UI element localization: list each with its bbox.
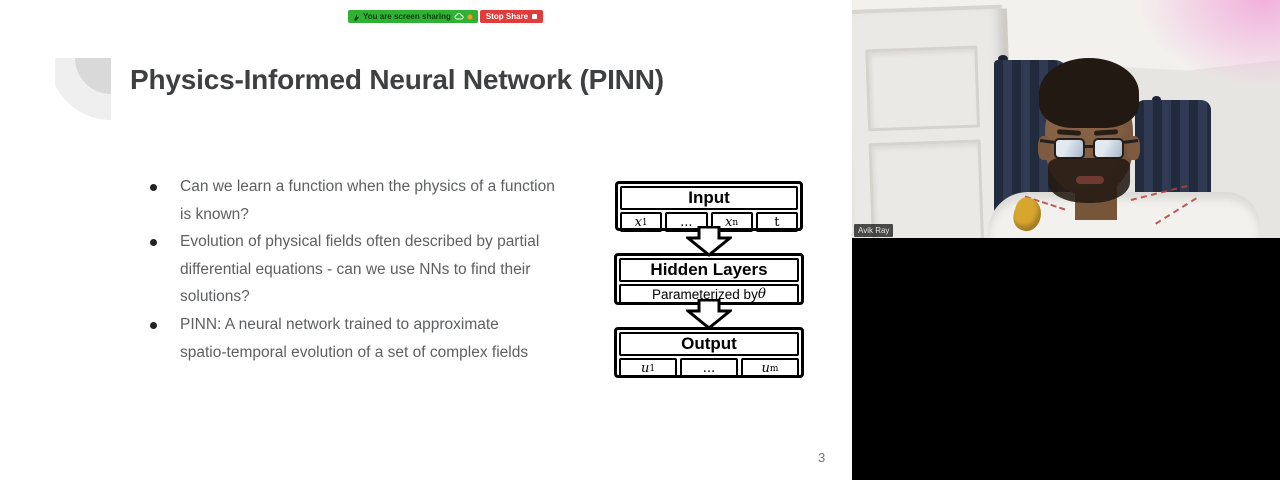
theta-symbol: θ (757, 286, 766, 302)
diagram-output-label: Output (619, 332, 799, 356)
participant-mouth (1076, 176, 1104, 184)
participant-name-tag: Avik Ray (854, 224, 894, 237)
warning-dot-icon (466, 13, 473, 20)
stop-share-label: Stop Share (485, 12, 529, 21)
pink-light-glare (1140, 0, 1280, 85)
screen-share-status-pill: You are screen sharing (348, 10, 478, 23)
input-cell-xn-sub: n (732, 218, 739, 228)
input-cell-t-base: t (774, 215, 780, 230)
cloud-icon (454, 13, 464, 20)
bullet-item-3: PINN: A neural network trained to approx… (144, 311, 584, 366)
input-cell-dots-base: ... (680, 215, 693, 230)
stop-square-icon (532, 14, 538, 19)
output-cell-u1-sub: 1 (649, 364, 656, 374)
screen-share-status-text: You are screen sharing (363, 12, 451, 21)
curtain-rod-end (998, 55, 1008, 63)
door-panel-upper (865, 45, 981, 132)
output-cell-um-base: u (761, 361, 770, 376)
glasses-lens-right (1093, 138, 1124, 159)
bullet-list: Can we learn a function when the physics… (144, 173, 584, 366)
input-cell-t: t (755, 212, 798, 232)
bullet-item-2: Evolution of physical fields often descr… (144, 228, 584, 311)
participant-video: Avik Ray (852, 0, 1280, 238)
arrow-down-hidden-to-output (686, 299, 732, 330)
closet-door (852, 4, 1015, 238)
arrow-down-input-to-hidden (686, 226, 732, 257)
share-indicator-icon (354, 13, 359, 21)
input-cell-x1-base: x (634, 215, 642, 230)
video-panel: Avik Ray (852, 0, 1280, 480)
presentation-slide: Physics-Informed Neural Network (PINN) C… (55, 58, 826, 465)
input-cell-x1-sub: 1 (641, 218, 648, 228)
output-cell-dots-base: ... (702, 361, 716, 376)
stop-share-button[interactable]: Stop Share (479, 10, 544, 23)
bullet-item-1: Can we learn a function when the physics… (144, 173, 584, 228)
participant-person (988, 40, 1262, 238)
slide-decoration-quarter-circle (55, 58, 111, 124)
hidden-sublabel-text: Parameterized by (652, 286, 758, 302)
participant-hair (1039, 58, 1139, 128)
diagram-hidden-label: Hidden Layers (619, 258, 799, 282)
diagram-hidden-box: Hidden Layers Parameterized by θ (614, 253, 804, 305)
slide-title: Physics-Informed Neural Network (PINN) (130, 64, 664, 95)
screen-share-banner: You are screen sharing Stop Share (348, 10, 544, 23)
diagram-input-label: Input (620, 186, 798, 210)
output-cell-um-sub: m (769, 364, 779, 374)
input-cell-xn-base: x (725, 215, 733, 230)
output-cell-u1-base: u (640, 361, 650, 376)
slide-page-number: 3 (818, 450, 826, 465)
curtain-rod-end-2 (1152, 96, 1161, 103)
input-cell-dots: ... (665, 212, 708, 232)
output-cell-dots: ... (680, 358, 738, 378)
glasses-lens-left (1054, 138, 1085, 159)
glasses-bridge (1084, 145, 1094, 148)
